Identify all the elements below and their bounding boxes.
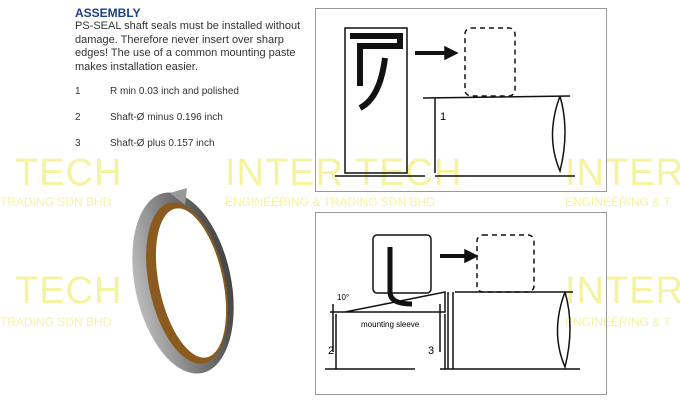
item-text: R min 0.03 inch and polished (110, 86, 239, 97)
item-number: 2 (75, 112, 81, 123)
watermark: ENGINEERING & TRADING SDN BHD (225, 195, 435, 209)
label-1: 1 (440, 111, 446, 123)
list-item: 2 Shaft-Ø minus 0.196 inch (75, 112, 223, 123)
item-number: 3 (75, 138, 81, 149)
label-3: 3 (428, 345, 434, 357)
item-text: Shaft-Ø minus 0.196 inch (110, 112, 223, 123)
watermark: TRADING SDN BHD (0, 315, 112, 329)
watermark: TRADING SDN BHD (0, 195, 112, 209)
angle-label: 10° (337, 293, 349, 302)
diagram-bottom-drawing: 10° mounting sleeve 2 3 (325, 234, 580, 370)
diagram-top-drawing: 1 (335, 27, 575, 177)
watermark: TECH (15, 270, 123, 312)
installation-diagram-top (315, 8, 607, 192)
label-2: 2 (328, 345, 334, 357)
mounting-sleeve-label: mounting sleeve (361, 320, 420, 329)
shaft-seal-image (132, 188, 234, 374)
installation-diagram-bottom (315, 212, 607, 395)
intro-text: PS-SEAL shaft seals must be installed wi… (75, 20, 301, 73)
item-text: Shaft-Ø plus 0.157 inch (110, 138, 215, 149)
list-item: 3 Shaft-Ø plus 0.157 inch (75, 138, 215, 149)
watermark: ENGINEERING & T (565, 195, 671, 209)
assembly-heading: ASSEMBLY (75, 6, 141, 20)
list-item: 1 R min 0.03 inch and polished (75, 86, 239, 97)
watermark: TECH (15, 152, 123, 194)
item-number: 1 (75, 86, 81, 97)
